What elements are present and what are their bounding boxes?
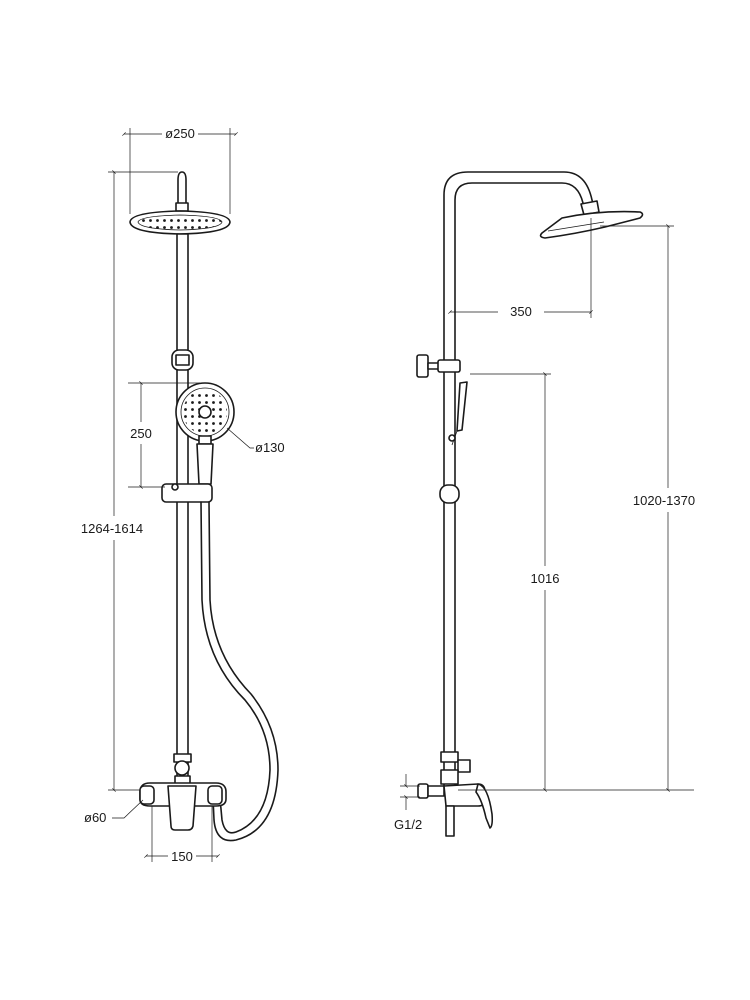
label-total-height: 1264-1614: [81, 521, 143, 536]
label-head-height: 1020-1370: [633, 493, 695, 508]
front-hose-inner: [208, 501, 279, 842]
label-thread: G1/2: [394, 817, 422, 832]
front-hose: [200, 501, 271, 834]
front-head-connector: [175, 202, 189, 212]
label-hand-diameter: ø130: [255, 440, 285, 455]
label-flange-diameter: ø60: [84, 810, 106, 825]
front-head-arm: [177, 171, 187, 211]
dim-hand-leader: [226, 427, 254, 449]
front-slider-holder: [161, 483, 213, 503]
front-diverter: [173, 753, 192, 787]
label-inlet-spacing: 150: [171, 849, 193, 864]
front-upper-clip: [171, 349, 194, 371]
side-upper-clip: [416, 354, 461, 378]
side-riser-outer: [443, 171, 595, 787]
side-diverter: [440, 751, 471, 785]
front-rain-shower-head: [129, 210, 231, 235]
dim-flange-leader: [112, 799, 144, 819]
side-rain-shower-head: [539, 210, 644, 239]
front-riser-pipe: [176, 233, 189, 787]
front-view: ø250 1264-1614 250 ø130 ø60 150: [81, 126, 285, 864]
label-hand-range: 250: [130, 426, 152, 441]
label-holder-height: 1016: [531, 571, 560, 586]
front-hand-shower: [175, 382, 235, 485]
label-head-diameter: ø250: [165, 126, 195, 141]
side-hand-shower: [456, 381, 468, 432]
label-arm-reach: 350: [510, 304, 532, 319]
front-mixer: [139, 782, 227, 831]
side-view: 350 1020-1370 1016 G1/2: [394, 171, 695, 837]
side-riser-inner: [454, 182, 586, 787]
side-mixer: [417, 783, 494, 837]
side-slider-holder: [439, 484, 460, 504]
